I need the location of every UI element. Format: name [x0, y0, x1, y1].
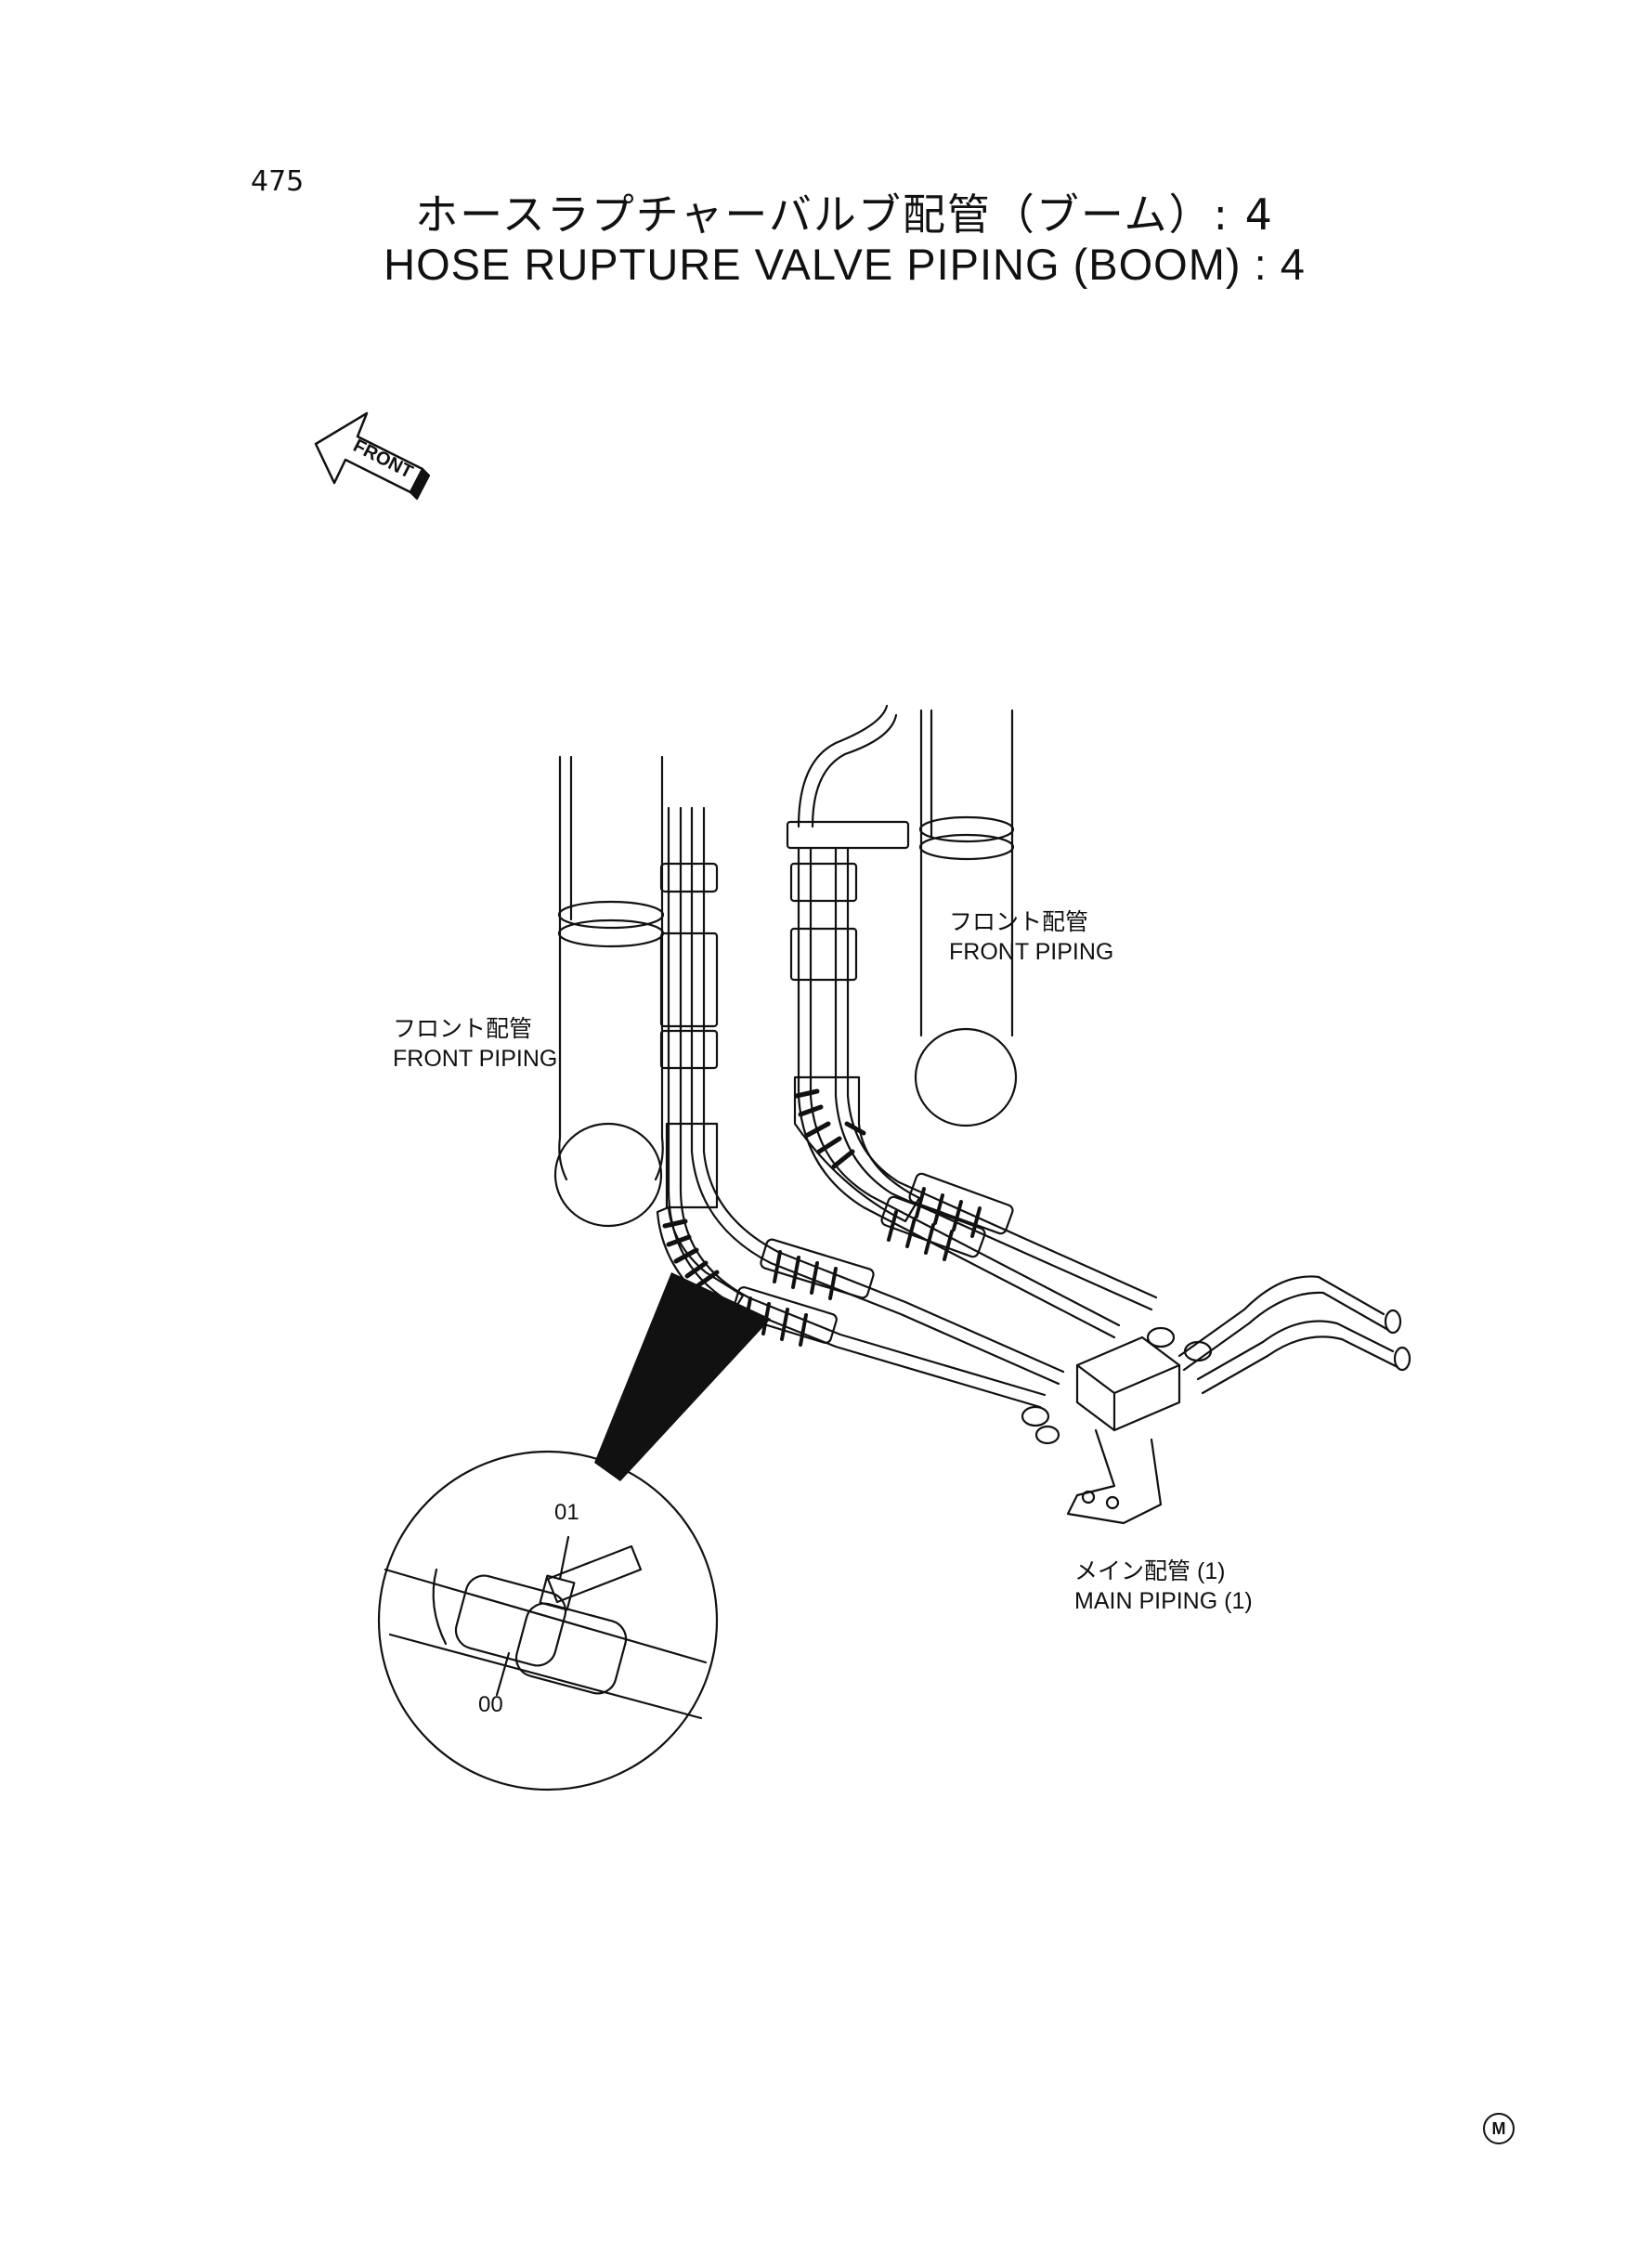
front-piping-right-jp: フロント配管 [949, 909, 1089, 935]
front-piping-right-en: FRONT PIPING [949, 939, 1114, 965]
right-cylinder [914, 709, 1018, 1127]
m-mark: M [1483, 2113, 1515, 2144]
main-piping-jp: メイン配管 (1) [1074, 1558, 1226, 1584]
detail-circle [377, 1450, 719, 1791]
page-title-japanese: ホースラプチャーバルブ配管（ブーム）: 4 [415, 189, 1274, 240]
front-piping-left-en: FRONT PIPING [393, 1046, 558, 1072]
page-number: 475 [251, 165, 305, 198]
page-title-english: HOSE RUPTURE VALVE PIPING (BOOM) : 4 [384, 240, 1306, 289]
front-arrow-icon: FRONT [314, 411, 431, 501]
main-piping-block [1021, 1275, 1411, 1525]
front-piping-left-jp: フロント配管 [393, 1016, 533, 1042]
detail-leader [594, 1272, 771, 1481]
main-piping-en: MAIN PIPING (1) [1074, 1588, 1253, 1614]
left-cylinder [553, 755, 665, 1228]
main-piping-label: メイン配管 (1) MAIN PIPING (1) [1074, 1557, 1253, 1616]
front-piping-label-right: フロント配管 FRONT PIPING [949, 907, 1113, 967]
front-piping-label-left: フロント配管 FRONT PIPING [393, 1014, 557, 1074]
callout-01: 01 [554, 1500, 579, 1525]
right-front-piping [786, 704, 1158, 1339]
callout-00: 00 [478, 1692, 503, 1717]
